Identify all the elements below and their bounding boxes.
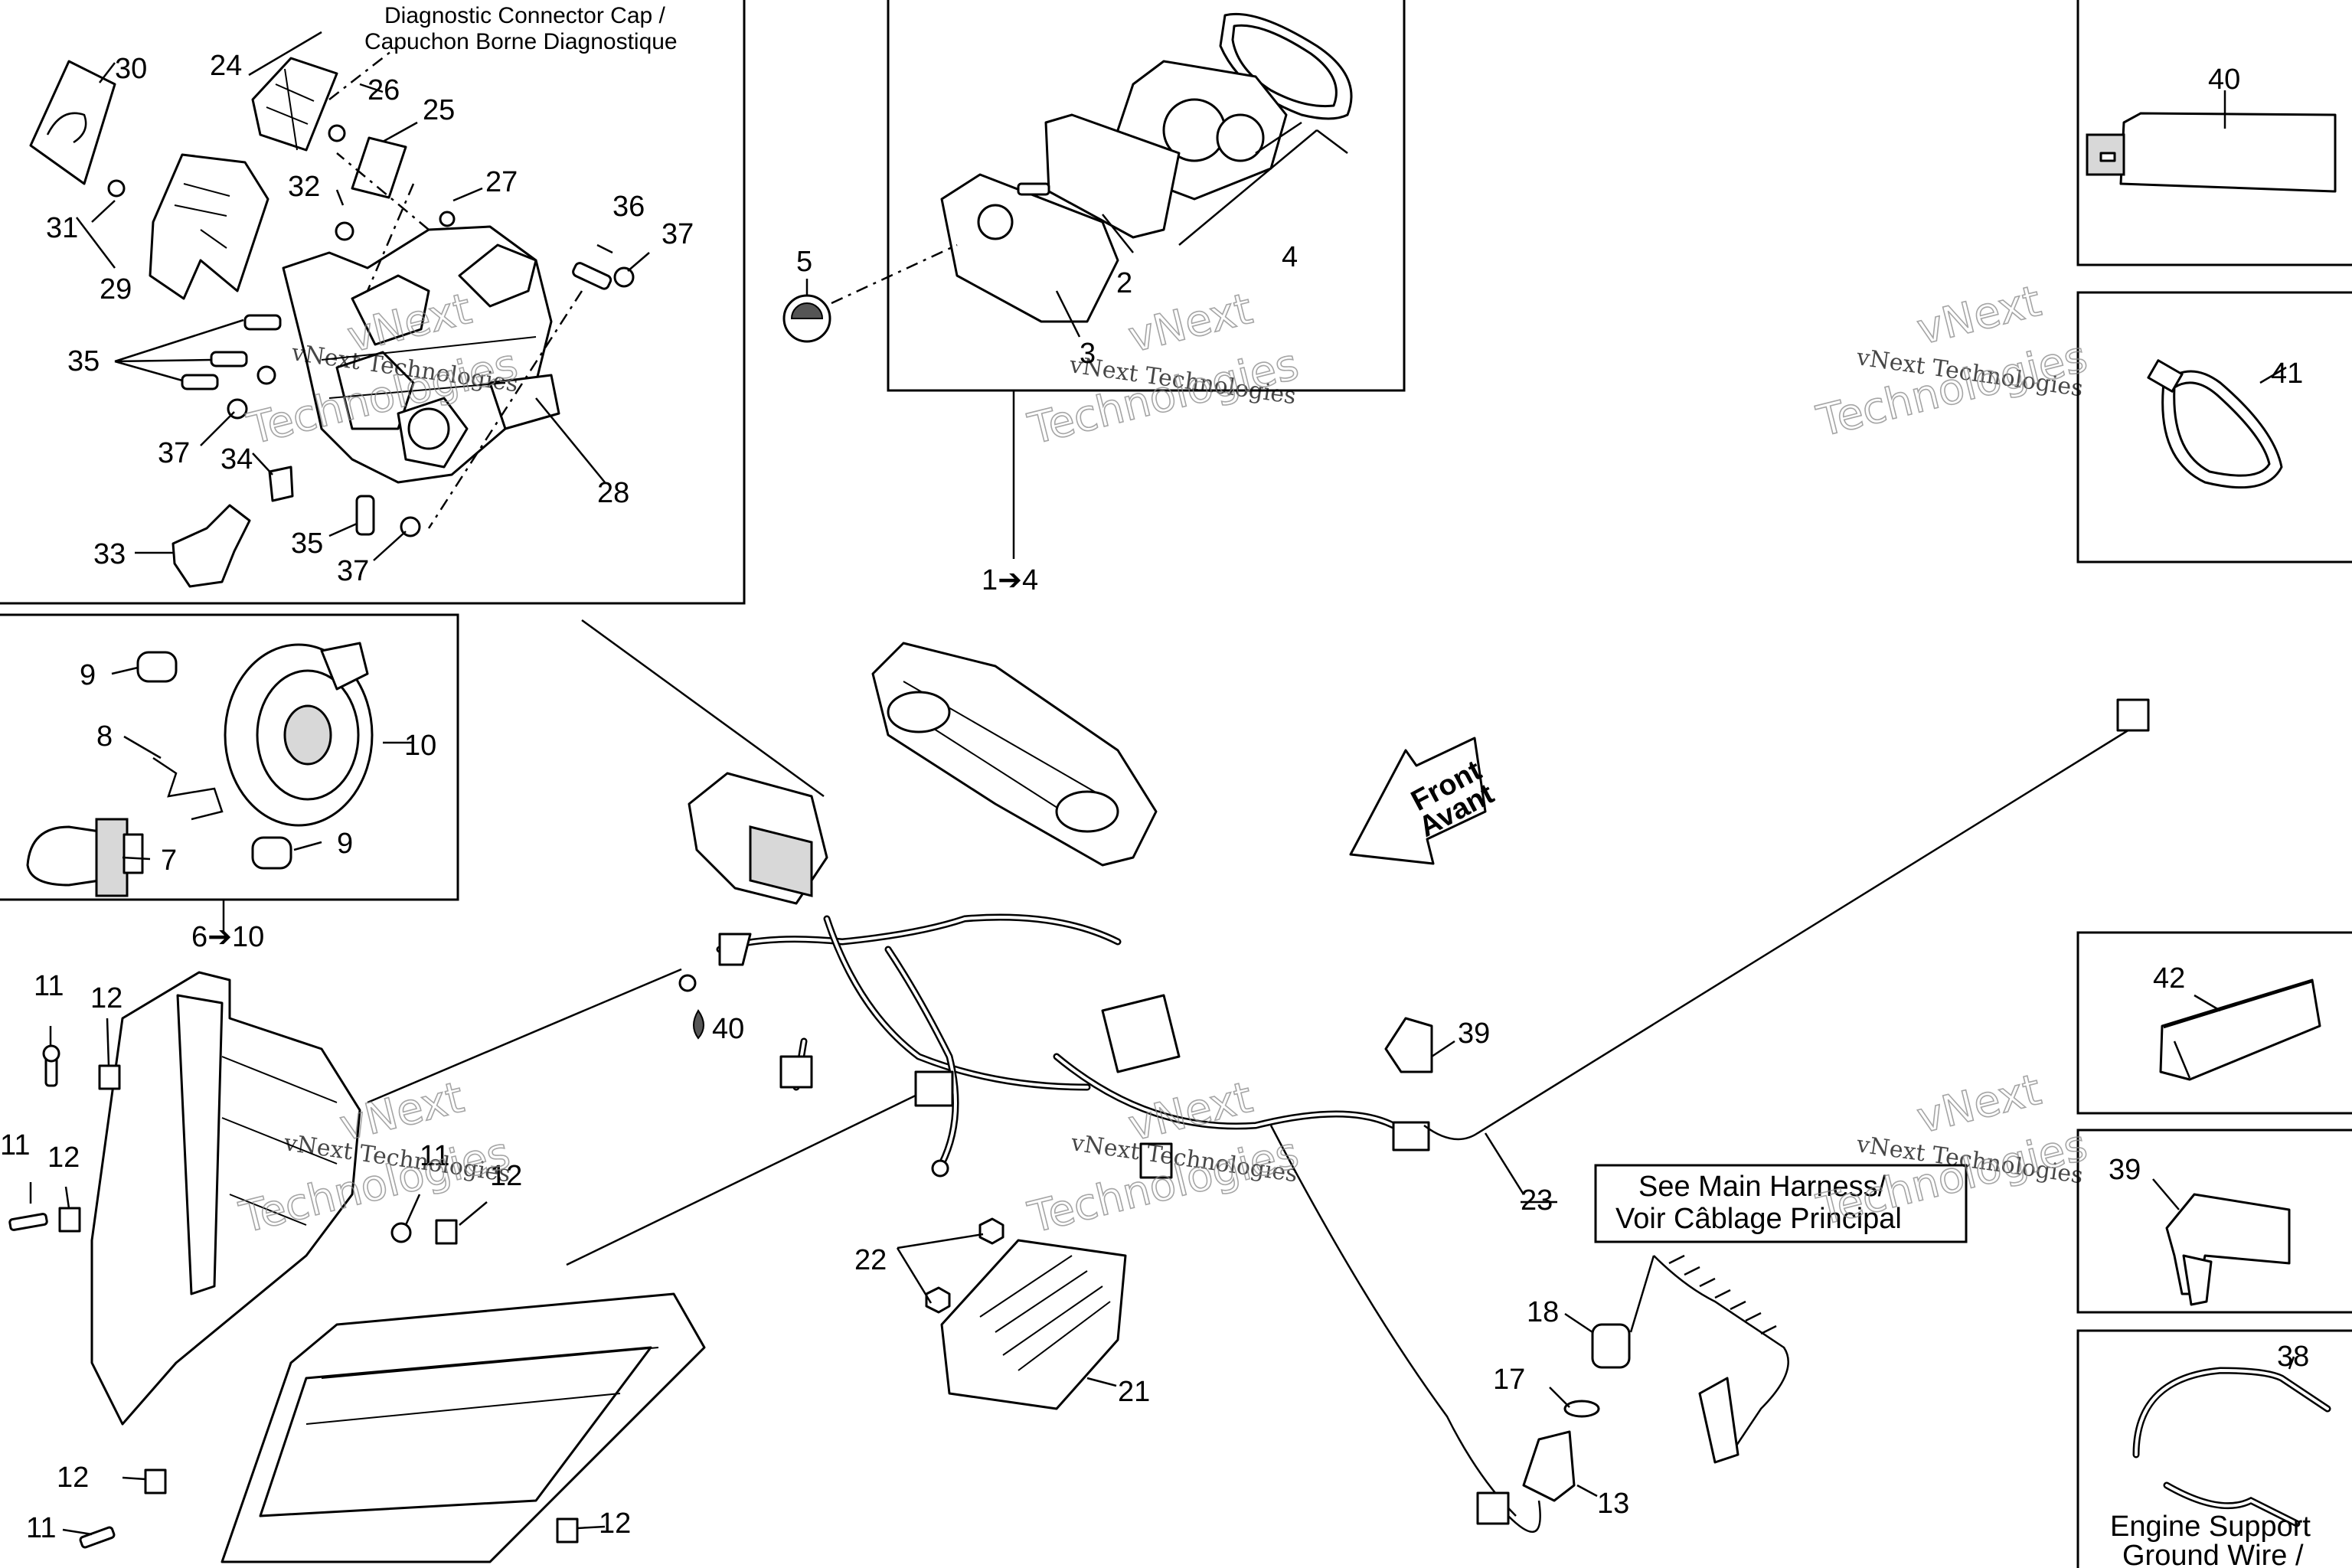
- callout-9b: 9: [337, 828, 353, 860]
- callout-11d: 11: [26, 1512, 56, 1544]
- switch-assembly: [29, 45, 635, 588]
- callout-6-10: 6➔10: [191, 921, 264, 953]
- callout-8: 8: [96, 720, 113, 753]
- callout-1-4: 1➔4: [982, 564, 1038, 596]
- callout-42: 42: [2153, 962, 2185, 995]
- callout-10: 10: [404, 730, 436, 762]
- callout-7: 7: [161, 844, 177, 877]
- callout-38: 38: [2277, 1341, 2309, 1373]
- callout-41: 41: [2271, 358, 2303, 390]
- callout-37: 37: [662, 218, 694, 250]
- watermark-big-6a: vNext: [1913, 1065, 2046, 1144]
- callout-3: 3: [1080, 338, 1096, 370]
- callout-23: 23: [1521, 1184, 1553, 1217]
- wiring-harness: 22 21 40: [367, 619, 1430, 1410]
- callout-2: 2: [1116, 267, 1132, 299]
- main-harness-note: See Main Harness/ Voir Câblage Principal: [1594, 1164, 1968, 1243]
- watermark-big-3a: vNext: [1913, 276, 2046, 355]
- right-panels: 40 41 42 39 38 Engine Support Ground Wir…: [2086, 64, 2337, 1568]
- headlight-bulb-panel: 9 8 10 9 7 6➔10: [26, 642, 436, 953]
- callout-11a: 11: [34, 970, 64, 1002]
- callout-22: 22: [854, 1244, 887, 1276]
- callout-11c: 11: [420, 1140, 449, 1172]
- engine-support-line1: Engine Support: [2110, 1511, 2311, 1543]
- engine-support-line2: Ground Wire /: [2122, 1540, 2304, 1568]
- callout-33: 33: [93, 538, 126, 570]
- callout-12e: 12: [599, 1508, 631, 1540]
- watermark-big-1a: vNext: [1124, 284, 1257, 363]
- callout-32: 32: [288, 171, 320, 203]
- callout-17: 17: [1493, 1364, 1525, 1396]
- callout-28: 28: [597, 477, 629, 509]
- callout-37c: 37: [337, 555, 369, 587]
- callout-9a: 9: [80, 659, 96, 691]
- diag-cap-label-en: Diagnostic Connector Cap /: [384, 3, 666, 28]
- callout-11b: 11: [0, 1129, 30, 1161]
- callout-12a: 12: [90, 982, 122, 1014]
- callout-36: 36: [612, 191, 645, 223]
- callout-25: 25: [423, 94, 455, 126]
- callout-18: 18: [1527, 1296, 1559, 1328]
- diag-cap-label-fr: Capuchon Borne Diagnostique: [364, 29, 678, 54]
- tether-wire: 39 23 18 17 13: [1269, 698, 2150, 1533]
- callout-24: 24: [210, 50, 242, 82]
- callout-29: 29: [100, 273, 132, 305]
- callout-34: 34: [220, 443, 253, 475]
- front-arrow: Front Avant: [1349, 737, 1500, 865]
- callout-30: 30: [115, 53, 147, 85]
- main-harness-line1: See Main Harness/: [1638, 1171, 1886, 1203]
- callout-39b: 39: [2109, 1154, 2141, 1186]
- callout-37b: 37: [158, 437, 190, 469]
- main-harness-line2: Voir Câblage Principal: [1615, 1203, 1902, 1235]
- callout-40b: 40: [712, 1013, 744, 1045]
- callout-31: 31: [46, 212, 78, 244]
- gauge-panel: 4 2 3 5 1➔4: [782, 12, 1353, 596]
- callout-12c: 12: [490, 1160, 522, 1192]
- callout-4: 4: [1282, 241, 1298, 273]
- callout-35b: 35: [291, 528, 323, 560]
- watermark-big-6b: Technologies: [1812, 1120, 2092, 1235]
- callout-21: 21: [1118, 1376, 1150, 1408]
- switch-callouts: Diagnostic Connector Cap / Capuchon Born…: [46, 3, 694, 587]
- callout-12b: 12: [47, 1142, 80, 1174]
- callout-39a: 39: [1458, 1018, 1490, 1050]
- watermark-big-3b: Technologies: [1812, 332, 2092, 446]
- callout-13: 13: [1597, 1488, 1629, 1520]
- watermark-big-5a: vNext: [1124, 1073, 1257, 1152]
- callout-27: 27: [485, 166, 518, 198]
- callout-12d: 12: [57, 1462, 89, 1494]
- callout-5: 5: [796, 246, 812, 278]
- headlight-housings: 11 12 11 12 11 12 12 11 12: [0, 970, 706, 1563]
- callout-40a: 40: [2208, 64, 2240, 96]
- callout-35: 35: [67, 345, 100, 377]
- callout-26: 26: [368, 74, 400, 106]
- watermark-big-1b: Technologies: [1024, 339, 1304, 454]
